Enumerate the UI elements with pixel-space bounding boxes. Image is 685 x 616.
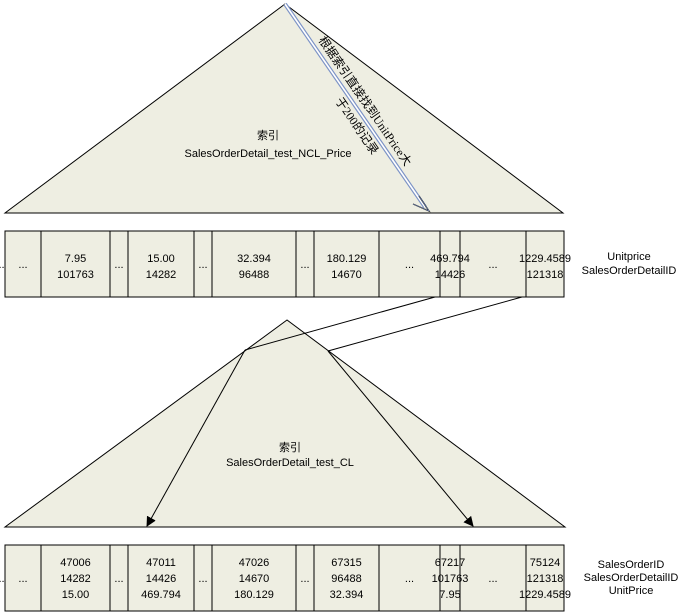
lookup-connector-2 [327, 296, 523, 352]
cell-value: 14670 [239, 573, 270, 585]
cell-value: 7.95 [65, 253, 86, 265]
ellipsis-cell: ... [405, 259, 414, 271]
bottom-row-legend-line2: SalesOrderDetailID [584, 572, 679, 584]
ellipsis-cell: ... [300, 573, 309, 585]
cell-value: 47011 [146, 557, 176, 569]
cell-value: 47006 [60, 557, 91, 569]
cell-value: 101763 [57, 269, 94, 281]
cell-value: 96488 [239, 269, 270, 281]
cell-value: 1229.4589 [519, 253, 571, 265]
bottom-index-label: 索引 [279, 440, 301, 454]
ellipsis-cell: ... [488, 573, 497, 585]
ellipsis-cell: ... [18, 573, 27, 585]
cell-value: 180.129 [234, 589, 274, 601]
ellipsis-cell: ... [300, 259, 309, 271]
cell-value: 180.129 [327, 253, 367, 265]
cell-value: 67315 [331, 557, 362, 569]
ellipsis-cell: ... [488, 259, 497, 271]
ellipsis-cell: ... [405, 573, 414, 585]
cell-value: 14426 [435, 269, 466, 281]
ellipsis-cell: ... [114, 259, 123, 271]
cell-value: 47026 [239, 557, 270, 569]
cell-value: 469.794 [141, 589, 181, 601]
ellipsis-cell: ... [18, 259, 27, 271]
nonclustered-index-tree [3, 3, 565, 214]
lookup-arrow-right [327, 350, 474, 527]
top-index-label: 索引 [257, 128, 279, 142]
cell-value: 14670 [331, 269, 362, 281]
top-index-name: SalesOrderDetail_test_NCL_Price [185, 148, 352, 160]
top-row-legend-line1: Unitprice [607, 251, 650, 263]
cell-value: 14426 [146, 573, 177, 585]
cell-value: 101763 [432, 573, 469, 585]
cell-value: 75124 [530, 557, 561, 569]
top-row-legend-line2: SalesOrderDetailID [582, 265, 677, 277]
cell-value: 14282 [60, 573, 91, 585]
cell-value: 96488 [331, 573, 362, 585]
lookup-arrow-left [146, 349, 246, 527]
ellipsis-cell: ... [0, 259, 5, 271]
ellipsis-cell: ... [0, 573, 5, 585]
cell-value: 14282 [146, 269, 177, 281]
clustered-index-tree [3, 319, 567, 528]
cell-value: 1229.4589 [519, 589, 571, 601]
cell-value: 15.00 [62, 589, 90, 601]
clustered-leaf-row [4, 544, 565, 612]
bottom-row-legend-line3: UnitPrice [609, 585, 654, 597]
cell-value: 121318 [527, 269, 564, 281]
lookup-connector-1 [244, 296, 436, 351]
cell-value: 7.95 [439, 589, 460, 601]
cell-value: 15.00 [147, 253, 175, 265]
ellipsis-cell: ... [114, 573, 123, 585]
cell-value: 32.394 [330, 589, 364, 601]
seek-arrow [283, 2, 431, 213]
cell-value: 469.794 [430, 253, 470, 265]
cell-value: 121318 [527, 573, 564, 585]
ellipsis-cell: ... [198, 259, 207, 271]
cell-value: 67217 [435, 557, 466, 569]
bottom-index-name: SalesOrderDetail_test_CL [226, 457, 354, 469]
cell-value: 32.394 [237, 253, 271, 265]
bottom-row-legend-line1: SalesOrderID [598, 559, 665, 571]
nonclustered-leaf-row [4, 230, 565, 298]
ellipsis-cell: ... [198, 573, 207, 585]
